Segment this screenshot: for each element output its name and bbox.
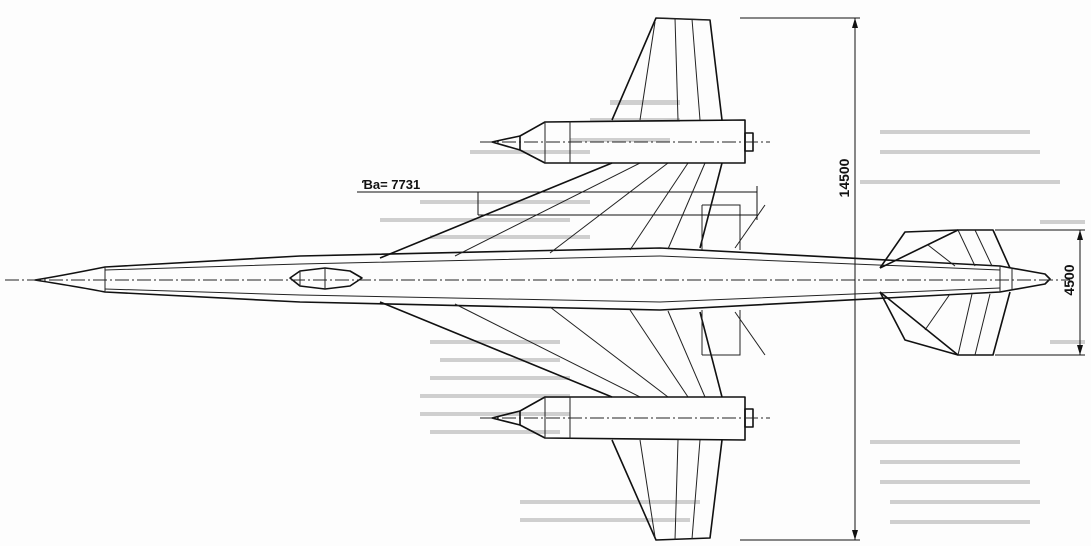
lower-engine-nacelle	[480, 396, 770, 441]
span-dimension-label: 14500	[836, 158, 852, 197]
upper-inner-wing	[379, 162, 766, 259]
half-span-dimension-line	[357, 186, 758, 220]
tail-span-dimension-line	[995, 229, 1085, 356]
bleed-through-text	[380, 100, 1085, 524]
fuselage	[34, 247, 1051, 311]
upper-engine-nacelle	[480, 119, 770, 164]
lower-fin	[879, 291, 959, 356]
wing-flap-outline	[701, 204, 741, 356]
lower-inner-wing	[379, 301, 766, 398]
half-span-label: Ɓa= 7731	[362, 177, 420, 192]
lower-horizontal-stabilizer	[879, 291, 1011, 356]
tail-span-dimension-label: 4500	[1061, 264, 1077, 295]
cockpit-canopy	[289, 267, 363, 290]
lower-outer-wing	[611, 439, 723, 541]
span-dimension-line	[740, 17, 860, 541]
upper-outer-wing	[611, 17, 723, 121]
upper-horizontal-stabilizer	[879, 229, 1011, 269]
upper-fin	[879, 229, 959, 269]
